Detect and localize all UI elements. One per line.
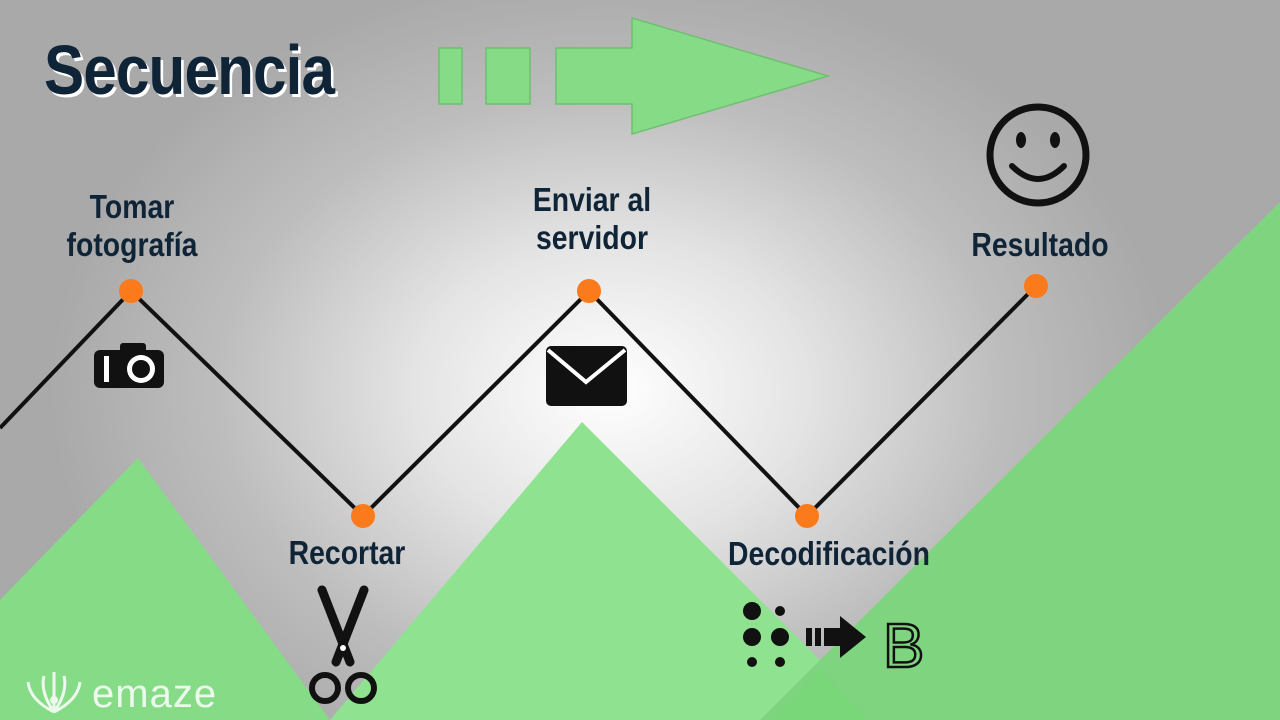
slide-title: Secuencia — [44, 31, 335, 109]
step-dot-5 — [1024, 274, 1048, 298]
step-label-tomar-fotografia: Tomar fotografía — [66, 188, 198, 263]
step-dot-4 — [795, 504, 819, 528]
braille-to-letter-icon — [743, 602, 866, 667]
step-dot-2 — [351, 504, 375, 528]
sequence-line — [0, 284, 1038, 519]
step-label-enviar-al-servidor: Enviar al servidor — [532, 181, 652, 256]
header-arrow-icon — [438, 16, 831, 136]
camera-icon — [94, 343, 164, 388]
envelope-icon — [546, 346, 627, 406]
green-mountain-center — [330, 422, 880, 720]
step-label-resultado: Resultado — [971, 226, 1109, 263]
smiley-icon — [986, 103, 1090, 207]
step-label-recortar: Recortar — [288, 534, 406, 571]
emaze-logo-icon — [26, 672, 82, 714]
green-mountain-left — [0, 458, 330, 720]
emaze-logo: emaze — [26, 668, 217, 720]
scissors-icon — [309, 585, 377, 704]
step-dot-1 — [119, 279, 143, 303]
step-dot-3 — [577, 279, 601, 303]
step-label-decodificacion: Decodificación — [728, 535, 930, 572]
green-mountain-small — [770, 668, 870, 720]
brand-name: emaze — [92, 671, 218, 716]
green-mountain-right — [760, 202, 1280, 720]
decoded-letter: B — [883, 612, 924, 681]
